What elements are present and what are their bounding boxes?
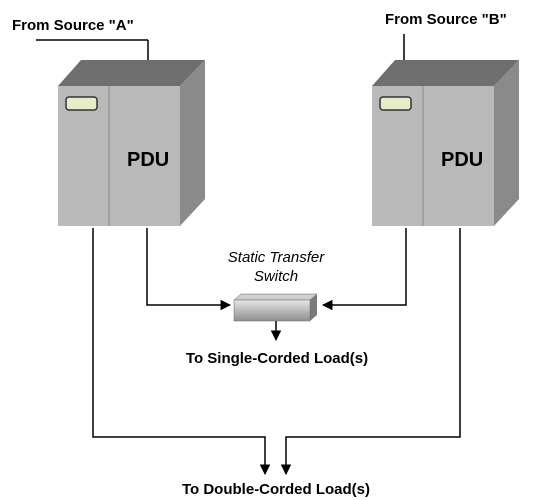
source-b-label: From Source "B" <box>385 11 507 28</box>
pdu-a-to-double-load-line <box>92 228 271 476</box>
sts-label-line2: Switch <box>254 268 298 285</box>
pdu-a-indicator-icon <box>65 96 98 111</box>
pdu-a-cabinet: PDU <box>58 60 205 226</box>
static-transfer-switch <box>233 293 318 322</box>
pdu-a-side <box>180 60 205 226</box>
pdu-b-to-sts-line <box>321 228 407 311</box>
single-load-label: To Single-Corded Load(s) <box>186 350 368 367</box>
pdu-a-to-sts-line <box>146 228 232 311</box>
source-a-label: From Source "A" <box>12 17 134 34</box>
pdu-b-to-double-load-line <box>280 228 461 476</box>
pdu-b-cabinet: PDU <box>372 60 519 226</box>
pdu-b-indicator-icon <box>379 96 412 111</box>
double-load-label: To Double-Corded Load(s) <box>182 481 370 498</box>
pdu-a-label: PDU <box>127 149 169 171</box>
pdu-b-label: PDU <box>441 149 483 171</box>
pdu-b-top <box>372 60 519 86</box>
pdu-b-side <box>494 60 519 226</box>
pdu-a-top <box>58 60 205 86</box>
sts-label-line1: Static Transfer <box>228 249 325 266</box>
